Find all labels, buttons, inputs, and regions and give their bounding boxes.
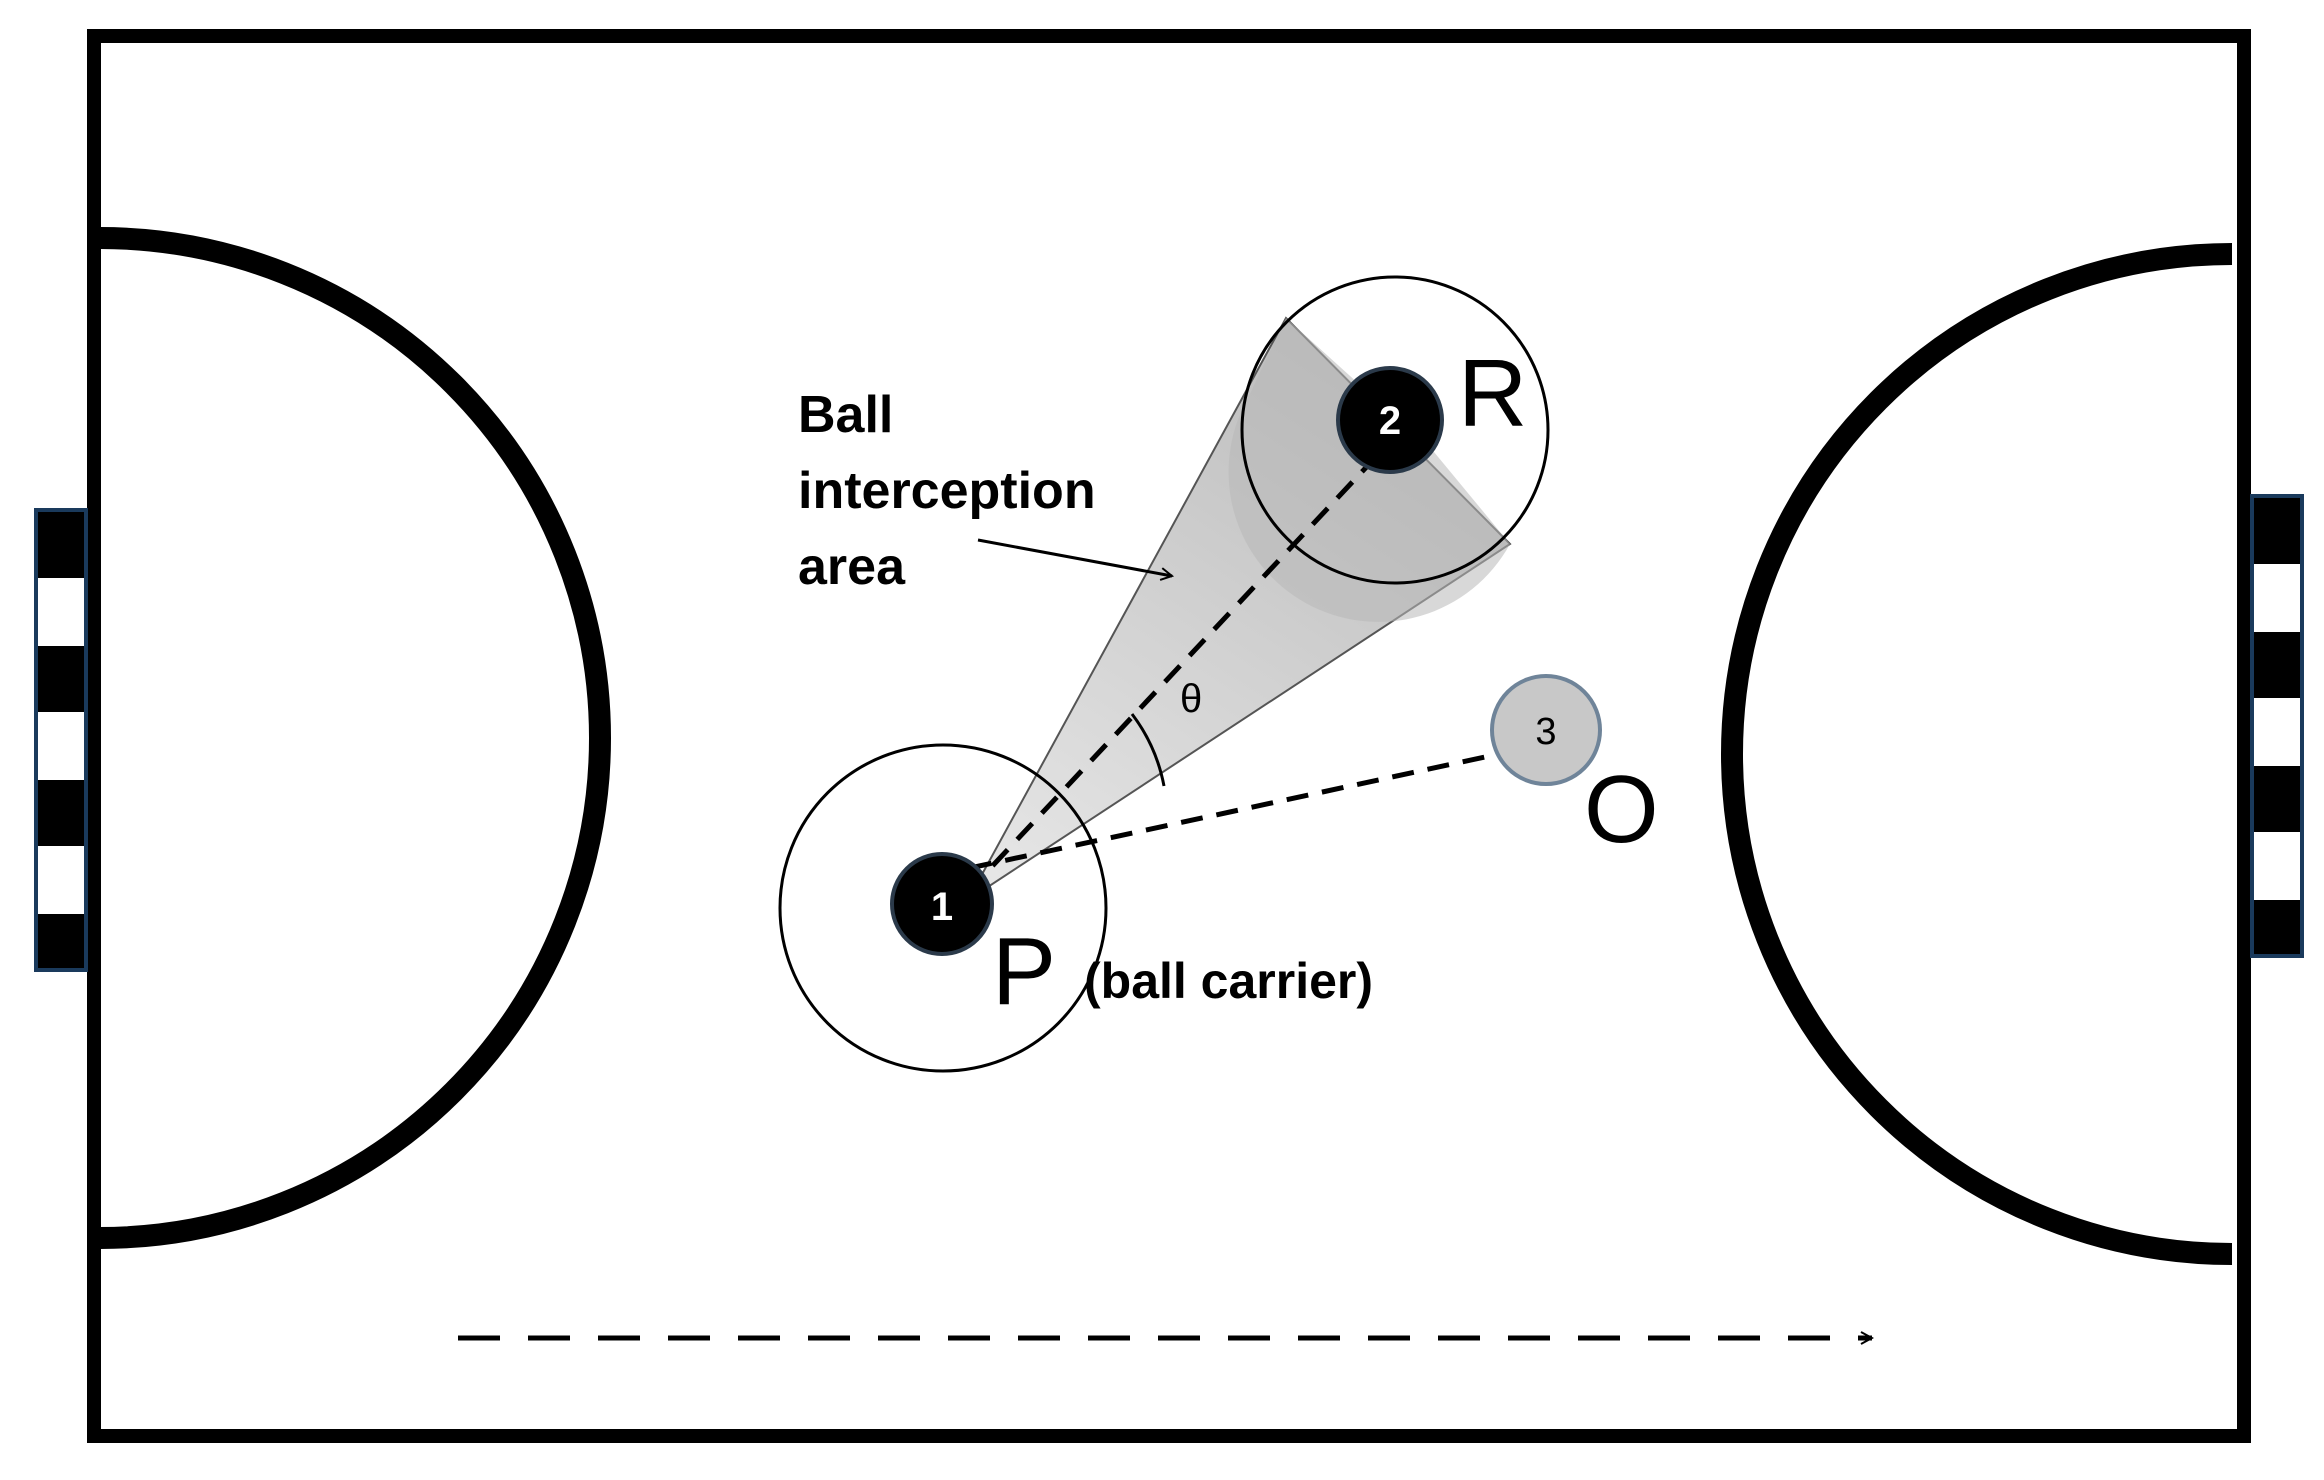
- player-3-number: 3: [1535, 711, 1556, 753]
- svg-text:interception: interception: [798, 462, 1096, 520]
- svg-text:area: area: [798, 538, 906, 596]
- player-2-marker: [1336, 366, 1444, 474]
- passer-range-circle: [778, 743, 1108, 1073]
- svg-text:Ball: Ball: [798, 386, 893, 444]
- player-p-letter: P: [992, 918, 1056, 1025]
- player-1-number: 1: [931, 885, 953, 929]
- player-1-marker: [890, 852, 994, 956]
- left-goal-area-arc: [99, 227, 611, 1249]
- pass-line-to-receiver: [966, 442, 1390, 894]
- right-goal: [2250, 494, 2304, 958]
- pass-line-to-opponent: [969, 749, 1509, 871]
- player-2-number: 2: [1379, 399, 1401, 443]
- receiver-range-circle: [1240, 275, 1550, 585]
- receiver-shaded-zone: [1228, 318, 1510, 622]
- player-3-marker: [1490, 674, 1602, 786]
- player-1-ball-carrier: 1: [890, 852, 994, 956]
- right-goal-area-arc: [1721, 243, 2233, 1265]
- player-o-letter: O: [1584, 756, 1659, 863]
- interception-area-pointer: [977, 538, 1172, 576]
- interception-area-label: Ball interception area: [798, 386, 1096, 596]
- player-r-letter: R: [1458, 340, 1527, 447]
- ball-carrier-note: (ball carrier): [1084, 953, 1373, 1009]
- player-3-opponent: 3: [1490, 674, 1602, 786]
- angle-theta-label: θ: [1180, 677, 1202, 721]
- left-goal: [34, 508, 88, 972]
- player-2-receiver: 2: [1336, 366, 1444, 474]
- angle-theta-arc: [1130, 713, 1166, 787]
